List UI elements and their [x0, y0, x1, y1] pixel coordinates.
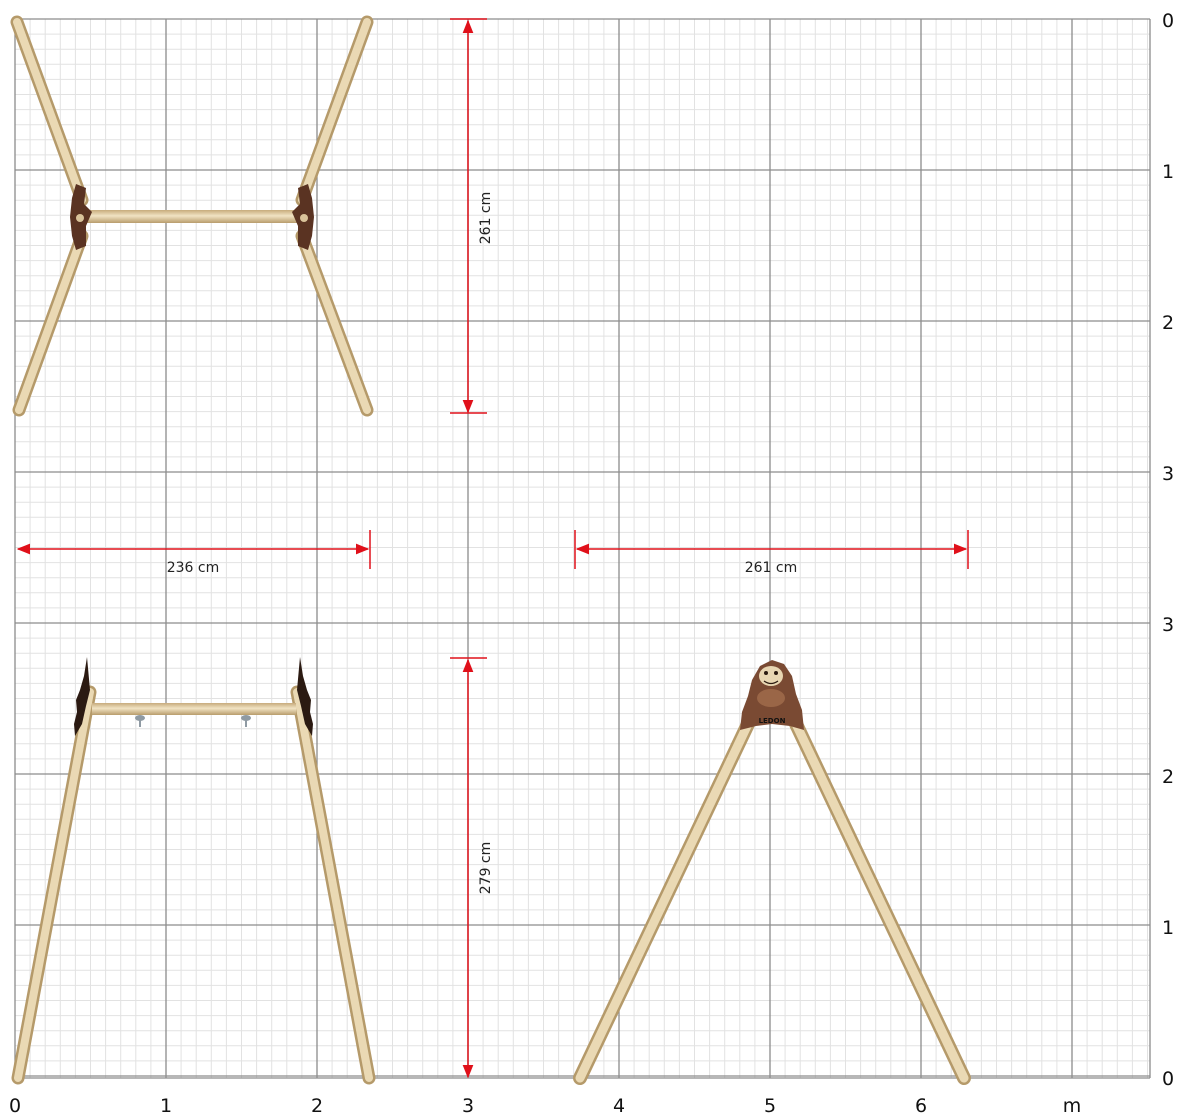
top-bracket-left-bolt: [76, 214, 84, 222]
x-tick-label: 5: [764, 1095, 776, 1117]
dimension-lines: [16, 18, 969, 1079]
dim-front-width-label: 236 cm: [167, 560, 220, 576]
front-bracket-right: [297, 657, 313, 736]
top-leg-upper-right-highlight: [298, 18, 371, 204]
x-tick-label: 6: [915, 1095, 927, 1117]
front-beam: [92, 703, 296, 715]
y-tick-label: 0: [1162, 10, 1174, 32]
y-tick-label: 2: [1162, 312, 1174, 334]
y-tick-label: 2: [1162, 766, 1174, 788]
side-view: LEDON: [573, 660, 971, 1085]
top-leg-lower-left-highlight: [15, 232, 86, 414]
y-tick-label: 1: [1162, 917, 1174, 939]
front-view: [11, 657, 376, 1085]
y-tick-label: 0: [1162, 1068, 1174, 1090]
top-bracket-right-bolt: [300, 214, 308, 222]
dim-height-label: 279 cm: [478, 842, 494, 895]
y-tick-label: 1: [1162, 161, 1174, 183]
x-tick-label: 4: [613, 1095, 625, 1117]
y-axis-labels: 0 1 2 3 3 2 1 0: [1162, 10, 1174, 1090]
x-tick-label: 2: [311, 1095, 323, 1117]
x-tick-label: 0: [9, 1095, 21, 1117]
side-leg-left-highlight: [575, 719, 753, 1083]
front-bracket-left: [74, 657, 90, 736]
front-leg-right-highlight: [293, 688, 373, 1082]
top-view: [10, 15, 374, 417]
dim-side-width-label: 261 cm: [745, 560, 798, 576]
swing-hook-right: [241, 715, 251, 727]
monkey-logo-plate: LEDON: [740, 660, 804, 730]
y-tick-label: 3: [1162, 614, 1174, 636]
top-leg-upper-left-highlight: [13, 18, 86, 204]
swing-hook-left: [135, 715, 145, 727]
top-leg-lower-right-highlight: [298, 232, 371, 414]
front-leg-left-highlight: [14, 688, 94, 1082]
top-beam: [86, 210, 298, 223]
side-leg-right-highlight: [791, 719, 969, 1083]
y-tick-label: 3: [1162, 463, 1174, 485]
x-axis-labels: 0 1 2 3 4 5 6 m: [9, 1095, 1081, 1117]
x-unit-label: m: [1063, 1095, 1082, 1117]
logo-text: LEDON: [759, 717, 786, 725]
dim-top-depth-label: 261 cm: [478, 192, 494, 245]
x-tick-label: 3: [462, 1095, 474, 1117]
x-tick-label: 1: [160, 1095, 172, 1117]
